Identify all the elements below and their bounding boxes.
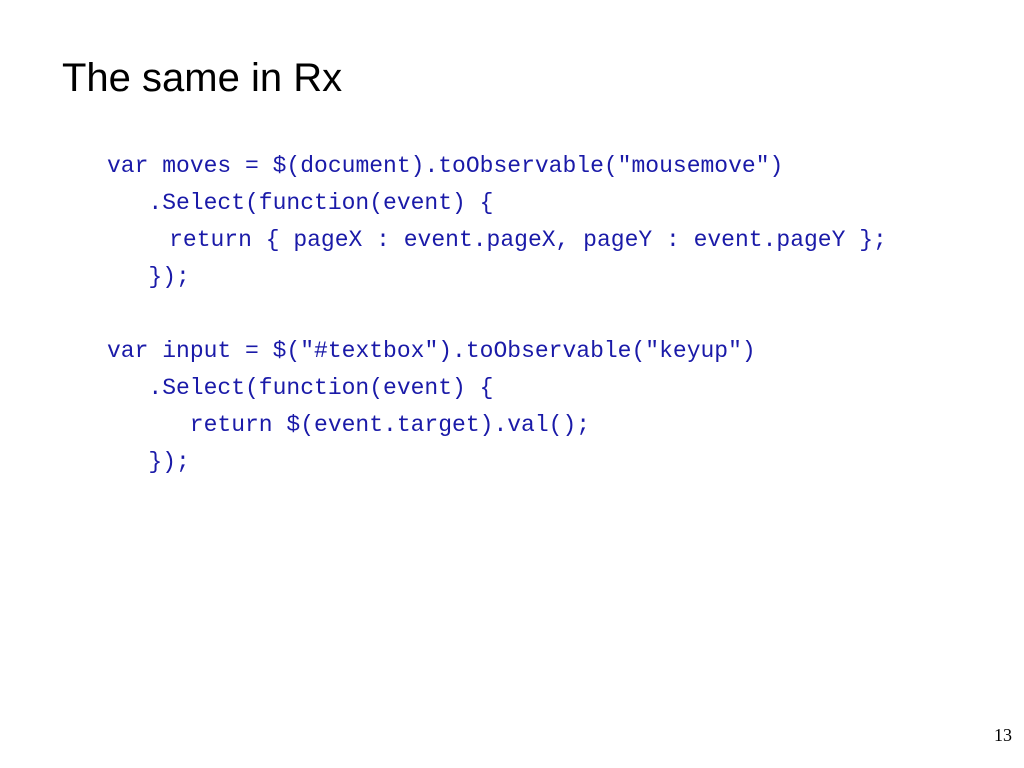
code-line: var moves = $(document).toObservable("mo… xyxy=(107,153,784,179)
code-line: return $(event.target).val(); xyxy=(189,412,591,438)
code-line: .Select(function(event) { xyxy=(148,375,494,401)
code-line: return { pageX : event.pageX, pageY : ev… xyxy=(169,227,887,253)
code-line: var input = $("#textbox").toObservable("… xyxy=(107,338,756,364)
code-line-blank xyxy=(107,296,887,333)
code-line: }); xyxy=(148,449,190,475)
page-number: 13 xyxy=(994,725,1012,745)
code-line: }); xyxy=(148,264,190,290)
code-line: .Select(function(event) { xyxy=(148,190,494,216)
code-block: var moves = $(document).toObservable("mo… xyxy=(107,148,887,481)
slide-title: The same in Rx xyxy=(62,56,343,100)
